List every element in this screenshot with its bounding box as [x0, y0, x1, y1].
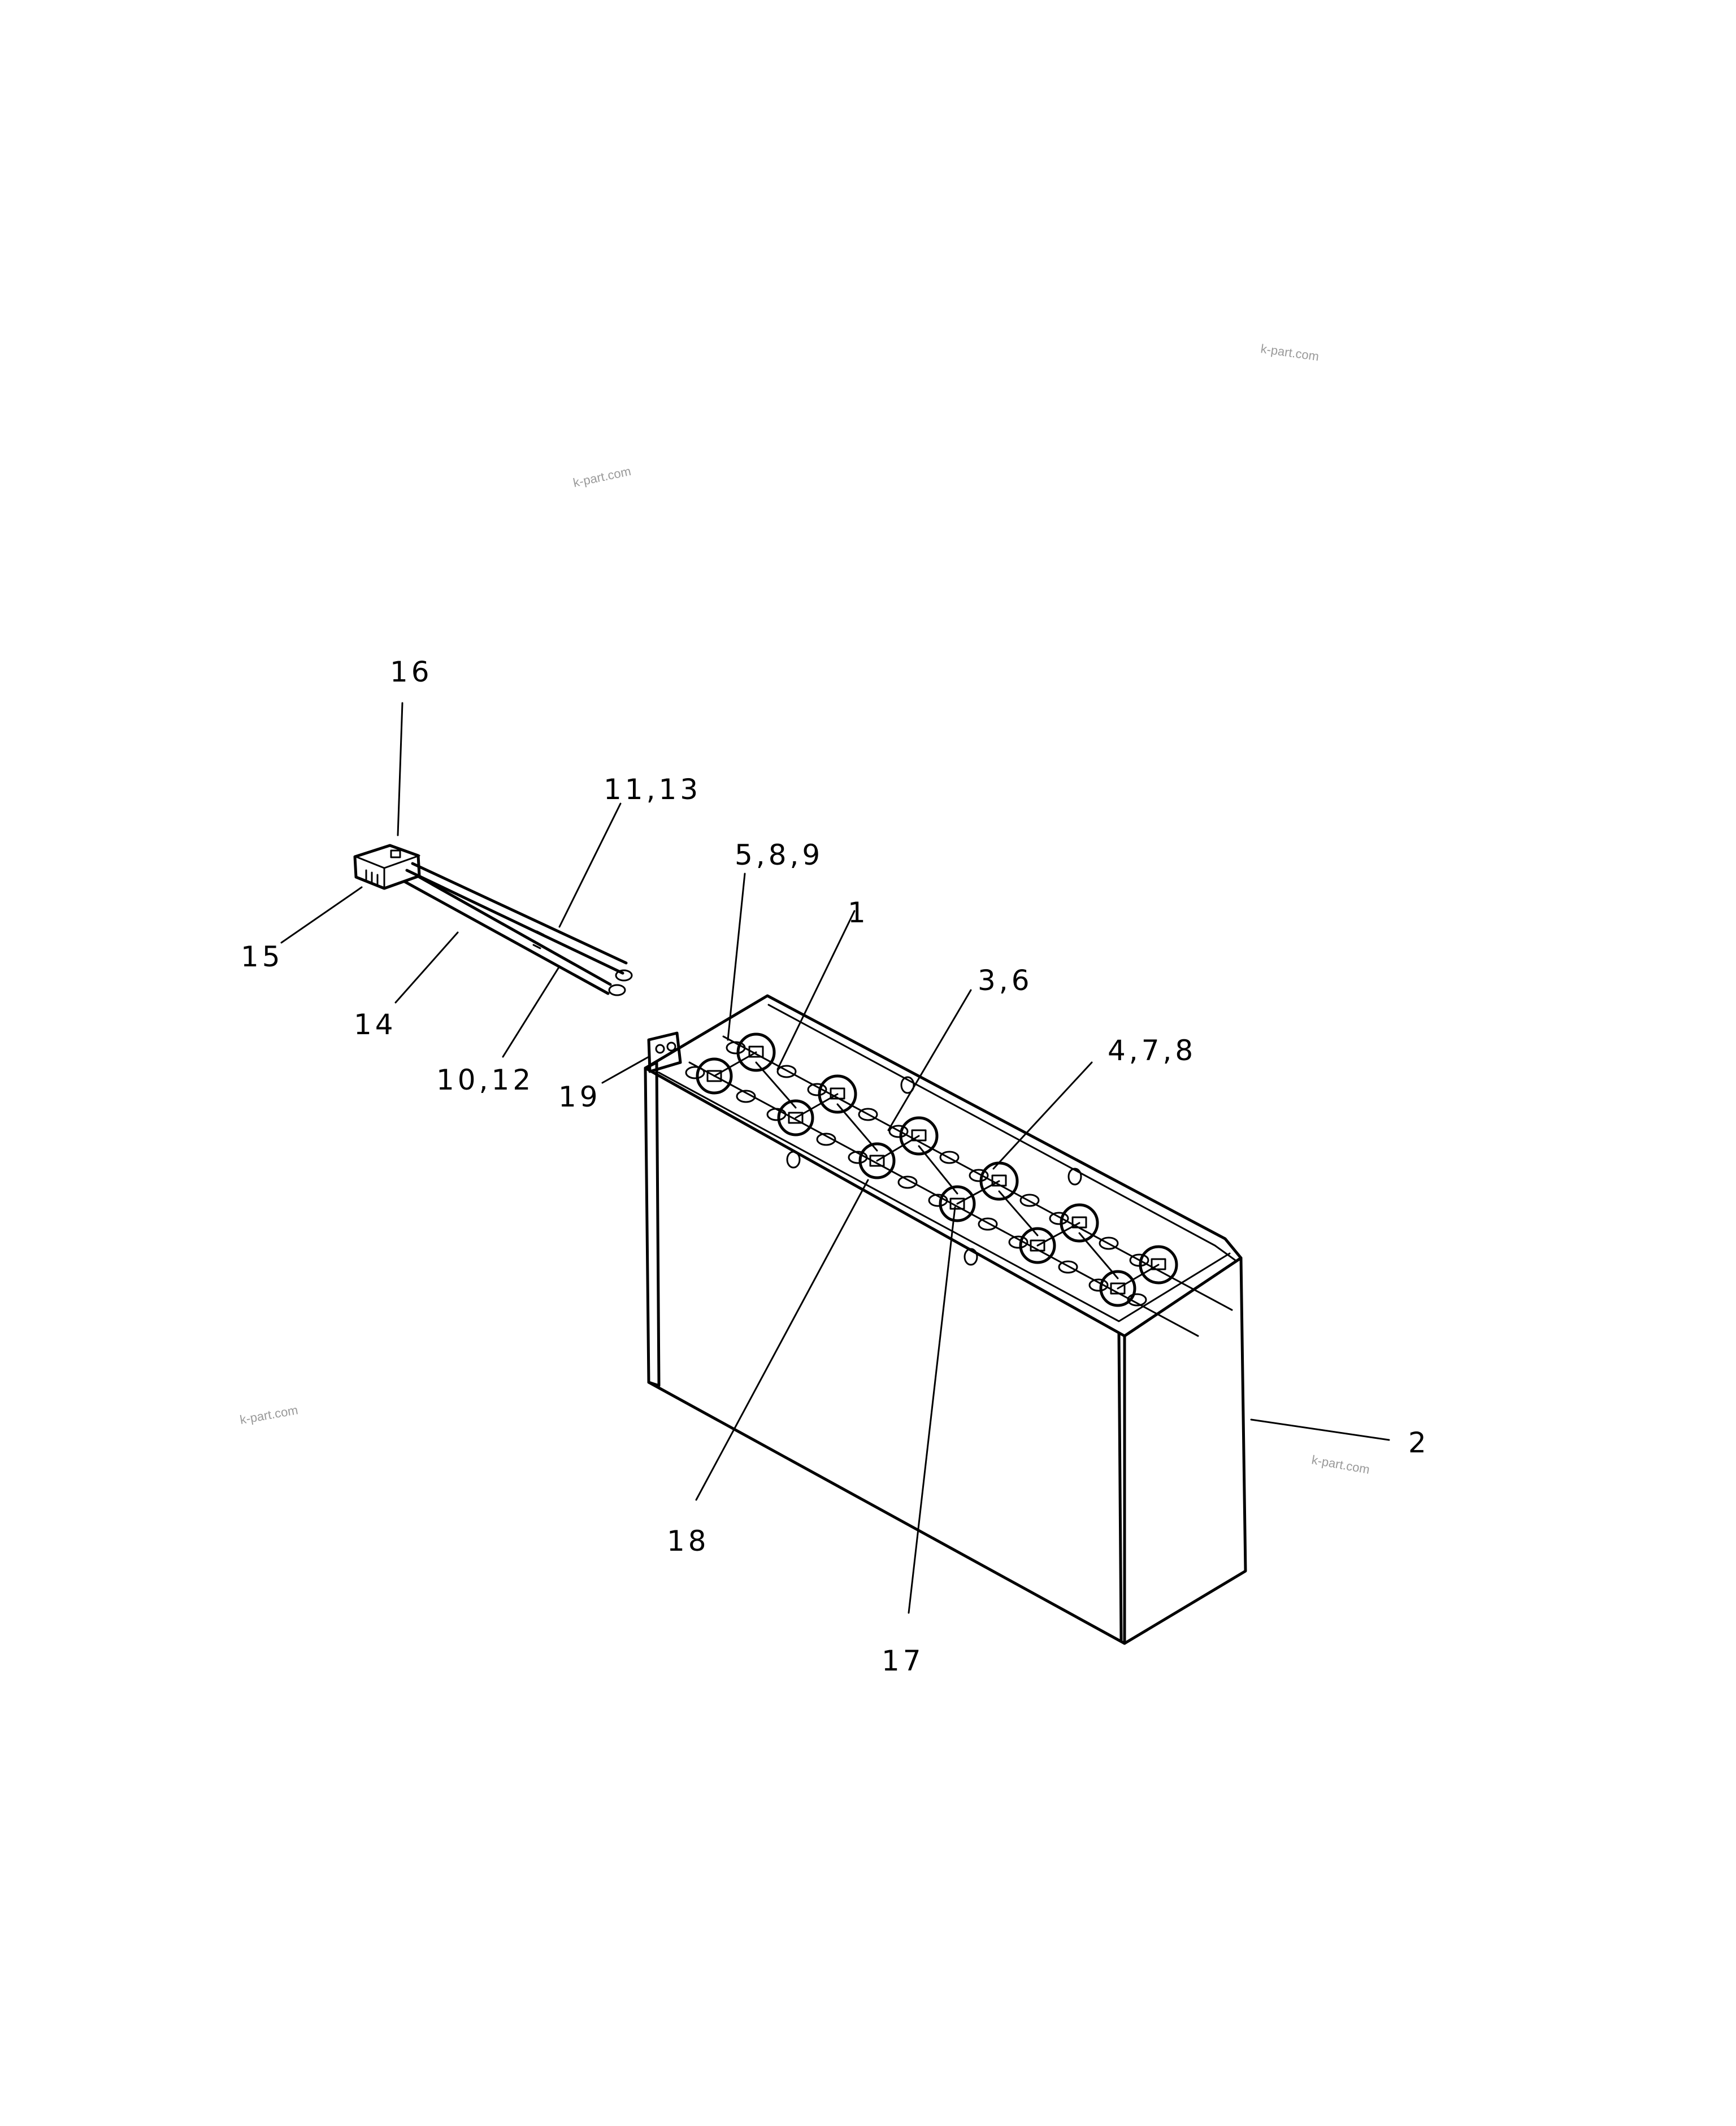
- leader-2: [1250, 1418, 1390, 1441]
- leader-11-13: [558, 802, 622, 928]
- leader-4-7-8: [992, 1061, 1093, 1170]
- callout-10-12: 10,12: [436, 1064, 534, 1096]
- terminal-posts-row-b: [696, 1057, 1136, 1307]
- watermark-1: k-part.com: [1260, 341, 1320, 363]
- leader-18: [695, 1179, 869, 1501]
- watermarks: k-part.com k-part.com k-part.com k-part.…: [239, 341, 1371, 1477]
- callout-14: 14: [354, 1008, 397, 1041]
- leader-16: [397, 702, 403, 836]
- intercell-connectors: [688, 1035, 1233, 1337]
- callout-2: 2: [1408, 1426, 1430, 1459]
- battery-cable-assembly: [353, 844, 633, 996]
- callout-1: 1: [848, 896, 869, 929]
- battery-cells-top: [685, 1032, 1233, 1337]
- vent-caps: [685, 1041, 1149, 1307]
- leader-14: [394, 931, 459, 1004]
- leader-19: [601, 1056, 650, 1084]
- callout-labels: 16 11,13 15 14 10,12 19 5,8,9 1 3,6 4,7,…: [241, 656, 1430, 1677]
- callout-11-13: 11,13: [604, 773, 701, 806]
- callout-17: 17: [882, 1645, 925, 1677]
- leader-10-12: [502, 965, 561, 1058]
- callout-16: 16: [390, 656, 433, 688]
- terminal-posts-row-a: [736, 1032, 1178, 1285]
- callout-3-6: 3,6: [978, 964, 1033, 997]
- leader-5-8-9: [727, 873, 746, 1041]
- callout-15: 15: [241, 940, 284, 973]
- leader-15: [280, 886, 363, 944]
- watermark-3: k-part.com: [239, 1403, 300, 1427]
- leader-lines: [280, 702, 1390, 1614]
- leader-3-6: [887, 989, 972, 1131]
- watermark-2: k-part.com: [572, 464, 632, 490]
- leader-17: [908, 1206, 956, 1614]
- leader-1: [776, 910, 856, 1070]
- callout-5-8-9: 5,8,9: [735, 839, 823, 871]
- battery-case: [644, 994, 1247, 1645]
- watermark-4: k-part.com: [1310, 1452, 1371, 1477]
- callout-19: 19: [558, 1081, 601, 1113]
- callout-4-7-8: 4,7,8: [1108, 1034, 1196, 1067]
- callout-18: 18: [667, 1525, 710, 1557]
